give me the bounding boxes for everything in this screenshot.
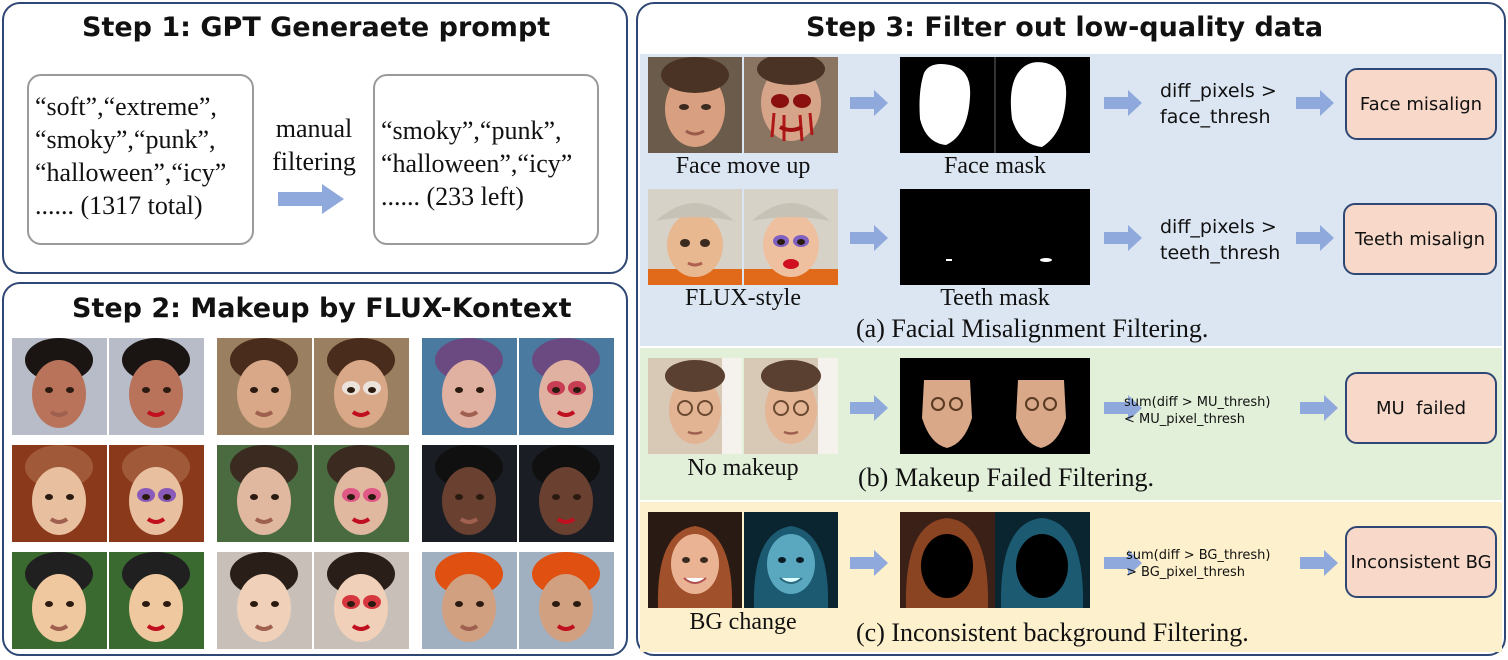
inconsistent-bg-result: Inconsistent BG <box>1345 526 1497 598</box>
makeup-example-result <box>109 338 204 435</box>
child-photo-makeup <box>744 189 838 285</box>
right-arrow-icon <box>1300 395 1338 421</box>
right-arrow-icon <box>1104 90 1142 116</box>
right-arrow-icon <box>1104 225 1142 251</box>
step1-title: Step 1: GPT Generaete prompt <box>82 12 551 43</box>
right-arrow-icon <box>850 90 888 116</box>
no-makeup-caption: No makeup <box>687 455 799 481</box>
face-mask-caption: Face mask <box>944 153 1046 179</box>
makeup-example-original <box>422 445 517 542</box>
makeup-example-result <box>314 338 409 435</box>
prompt-line: “soft”,“extreme”, <box>35 92 217 121</box>
prompt-line: “smoky”,“punk”, <box>381 116 562 145</box>
makeup-example-result <box>109 552 204 649</box>
face-photo-makeup <box>744 57 838 153</box>
makeup-failed-caption: (b) Makeup Failed Filtering. <box>858 463 1155 492</box>
mu-failed-result: MU failed <box>1345 372 1497 444</box>
face-photo-original <box>648 57 742 153</box>
step1-all-prompts-box: “soft”,“extreme”, “smoky”,“punk”, “hallo… <box>27 74 254 245</box>
woman-photo-bg-changed <box>744 512 838 608</box>
face-mask-image <box>900 57 1090 153</box>
prompt-line: “halloween”,“icy” <box>381 149 573 178</box>
bg-condition-text: sum(diff > BG_thresh) > BG_pixel_thresh <box>1126 548 1271 580</box>
face-misalign-result: Face misalign <box>1345 68 1497 140</box>
facial-misalignment-caption: (a) Facial Misalignment Filtering. <box>856 314 1209 343</box>
makeup-example-original <box>217 552 312 649</box>
makeup-example-result <box>519 445 614 542</box>
man-photo-makeup <box>744 358 838 454</box>
right-arrow-icon <box>1300 550 1338 576</box>
man-photo-original <box>648 358 742 454</box>
manual-filtering-label: manual filtering <box>272 114 356 176</box>
teeth-mask-image <box>900 189 1090 285</box>
right-arrow-icon <box>278 184 344 214</box>
teeth-condition-text: diff_pixels > teeth_thresh <box>1160 216 1281 264</box>
prompt-line: ...... (233 left) <box>381 182 524 211</box>
step1-filtered-prompts-box: “smoky”,“punk”, “halloween”,“icy” ......… <box>373 74 599 245</box>
background-mask-image <box>900 512 1090 608</box>
prompt-line: “smoky”,“punk”, <box>35 125 216 154</box>
teeth-mask-caption: Teeth mask <box>940 285 1050 311</box>
right-arrow-icon <box>1296 225 1334 251</box>
prompt-line: ...... (1317 total) <box>35 191 203 220</box>
mu-condition-text: sum(diff > MU_thresh) < MU_pixel_thresh <box>1124 395 1271 427</box>
makeup-example-original <box>12 338 107 435</box>
step3-title: Step 3: Filter out low-quality data <box>806 12 1324 43</box>
right-arrow-icon <box>850 225 888 251</box>
makeup-example-result <box>314 552 409 649</box>
right-arrow-icon <box>1296 90 1334 116</box>
inconsistent-bg-caption: (c) Inconsistent background Filtering. <box>856 618 1249 647</box>
woman-photo-original <box>648 512 742 608</box>
face-move-up-caption: Face move up <box>675 153 811 179</box>
makeup-example-original <box>12 552 107 649</box>
right-arrow-icon <box>1104 550 1142 576</box>
right-arrow-icon <box>850 550 888 576</box>
right-arrow-icon <box>1104 395 1142 421</box>
makeup-example-result <box>109 445 204 542</box>
makeup-example-original <box>12 445 107 542</box>
flux-style-caption: FLUX-style <box>685 285 801 311</box>
prompt-line: “halloween”,“icy” <box>35 158 227 187</box>
makeup-example-original <box>217 445 312 542</box>
child-photo-original <box>648 189 742 285</box>
teeth-misalign-result: Teeth misalign <box>1343 203 1497 275</box>
makeup-region-mask <box>900 358 1090 454</box>
makeup-example-original <box>422 338 517 435</box>
makeup-example-result <box>519 338 614 435</box>
face-condition-text: diff_pixels > face_thresh <box>1160 80 1277 128</box>
makeup-example-result <box>314 445 409 542</box>
step2-title: Step 2: Makeup by FLUX-Kontext <box>72 293 572 324</box>
right-arrow-icon <box>850 395 888 421</box>
makeup-example-original <box>217 338 312 435</box>
makeup-example-original <box>422 552 517 649</box>
bg-change-caption: BG change <box>689 609 797 635</box>
makeup-example-result <box>519 552 614 649</box>
